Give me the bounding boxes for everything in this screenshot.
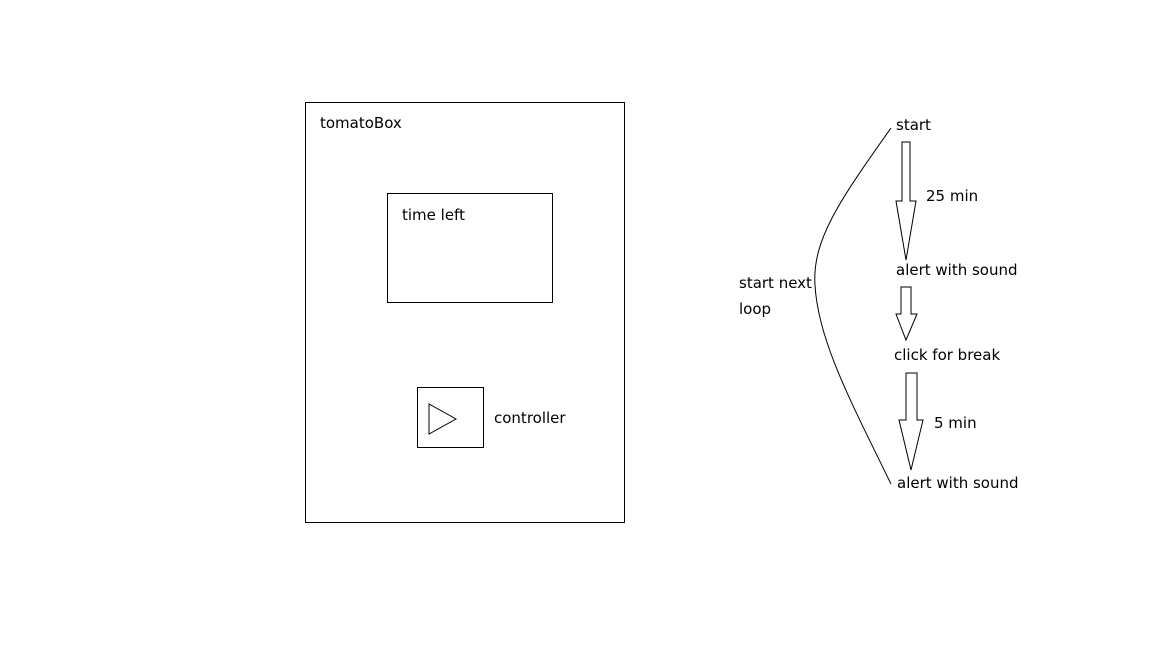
loop-label: start next loop (739, 274, 812, 318)
flow-step-start: start (896, 116, 931, 134)
tomato-box-frame (305, 102, 625, 523)
arrow-alert-to-break (895, 286, 918, 342)
play-triangle-icon (428, 403, 458, 435)
tomato-box-label: tomatoBox (320, 114, 402, 132)
flow-step-alert-1: alert with sound (896, 261, 1018, 279)
time-left-label: time left (402, 206, 465, 224)
controller-button[interactable] (417, 387, 484, 448)
flow-step-click-for-break: click for break (894, 346, 1001, 364)
arrow-break-to-alert (898, 372, 924, 471)
controller-label: controller (494, 409, 566, 427)
time-left-display (387, 193, 553, 303)
duration-break-label: 5 min (934, 414, 977, 432)
flow-step-alert-2: alert with sound (897, 474, 1019, 492)
duration-work-label: 25 min (926, 187, 979, 205)
loop-curve (814, 127, 892, 485)
arrow-start-to-alert (895, 141, 917, 261)
